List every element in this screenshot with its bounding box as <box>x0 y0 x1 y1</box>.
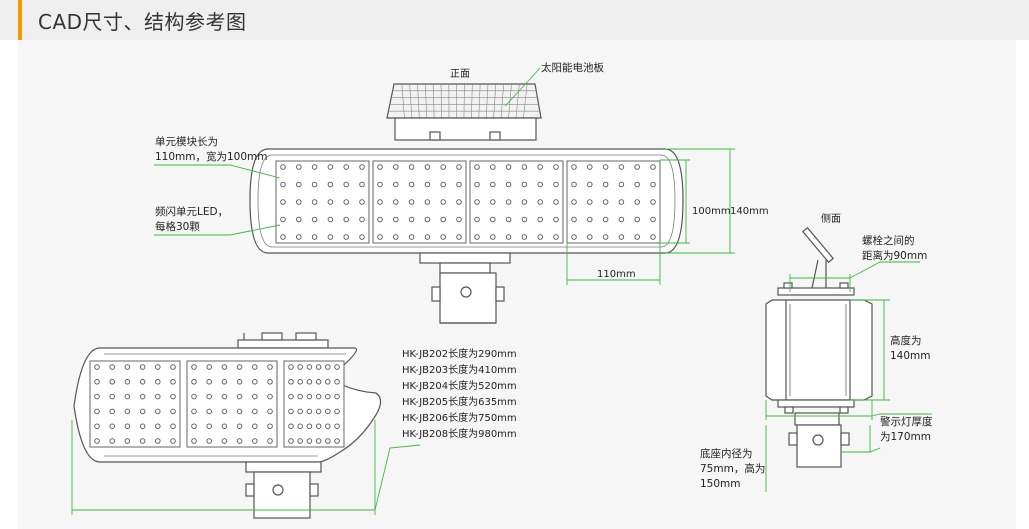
spec-line-5: HK-JB206长度为750mm <box>402 411 517 424</box>
dim-110mm: 110mm <box>597 269 636 280</box>
led-count-label-1: 频闪单元LED， <box>155 205 228 218</box>
dim-100mm: 100mm <box>692 206 731 217</box>
section-header: CAD尺寸、结构参考图 <box>0 0 1029 40</box>
side-view-title: 侧面 <box>821 212 841 225</box>
dim-140mm: 140mm <box>730 206 769 217</box>
base-label-3: 150mm <box>700 478 741 490</box>
cut-led-module-3 <box>283 360 345 448</box>
model-spec-list: HK-JB202长度为290mm HK-JB203长度为410mm HK-JB2… <box>402 347 517 440</box>
side-dimensions <box>765 261 932 492</box>
cut-dimensions <box>71 420 421 515</box>
solar-panel <box>386 83 542 141</box>
base-label-1: 底座内径为 <box>700 447 753 460</box>
height-label-2: 140mm <box>890 350 931 362</box>
spec-line-6: HK-JB208长度为980mm <box>402 427 517 440</box>
accent-bar <box>18 0 22 40</box>
module-size-label-2: 110mm，宽为100mm <box>155 150 268 163</box>
height-label-1: 高度为 <box>890 334 922 347</box>
solar-panel-label: 太阳能电池板 <box>541 61 604 74</box>
front-dimensions <box>154 67 735 285</box>
cut-led-module-1 <box>89 360 181 448</box>
side-view <box>765 226 873 468</box>
spec-line-3: HK-JB204长度为520mm <box>402 379 517 392</box>
bolt-distance-label-1: 螺栓之间的 <box>862 234 915 247</box>
base-label-2: 75mm，高为 <box>700 462 765 475</box>
spec-line-4: HK-JB205长度为635mm <box>402 395 517 408</box>
thickness-label-2: 为170mm <box>880 431 931 443</box>
section-title: CAD尺寸、结构参考图 <box>38 10 247 34</box>
led-module-2 <box>372 160 467 244</box>
front-view-title: 正面 <box>450 69 470 80</box>
spec-line-2: HK-JB203长度为410mm <box>402 363 517 376</box>
module-size-label-1: 单元模块长为 <box>155 136 218 148</box>
bolt-distance-label-2: 距离为90mm <box>862 249 927 262</box>
led-module-1 <box>275 160 370 244</box>
thickness-label-1: 警示灯厚度 <box>880 415 933 428</box>
led-count-label-2: 每格30颗 <box>155 220 200 233</box>
led-module-3 <box>469 160 564 244</box>
cut-led-module-2 <box>186 360 278 448</box>
front-view <box>249 83 684 324</box>
led-module-4 <box>566 160 661 244</box>
spec-line-1: HK-JB202长度为290mm <box>402 347 517 360</box>
cut-front-view <box>73 332 382 519</box>
